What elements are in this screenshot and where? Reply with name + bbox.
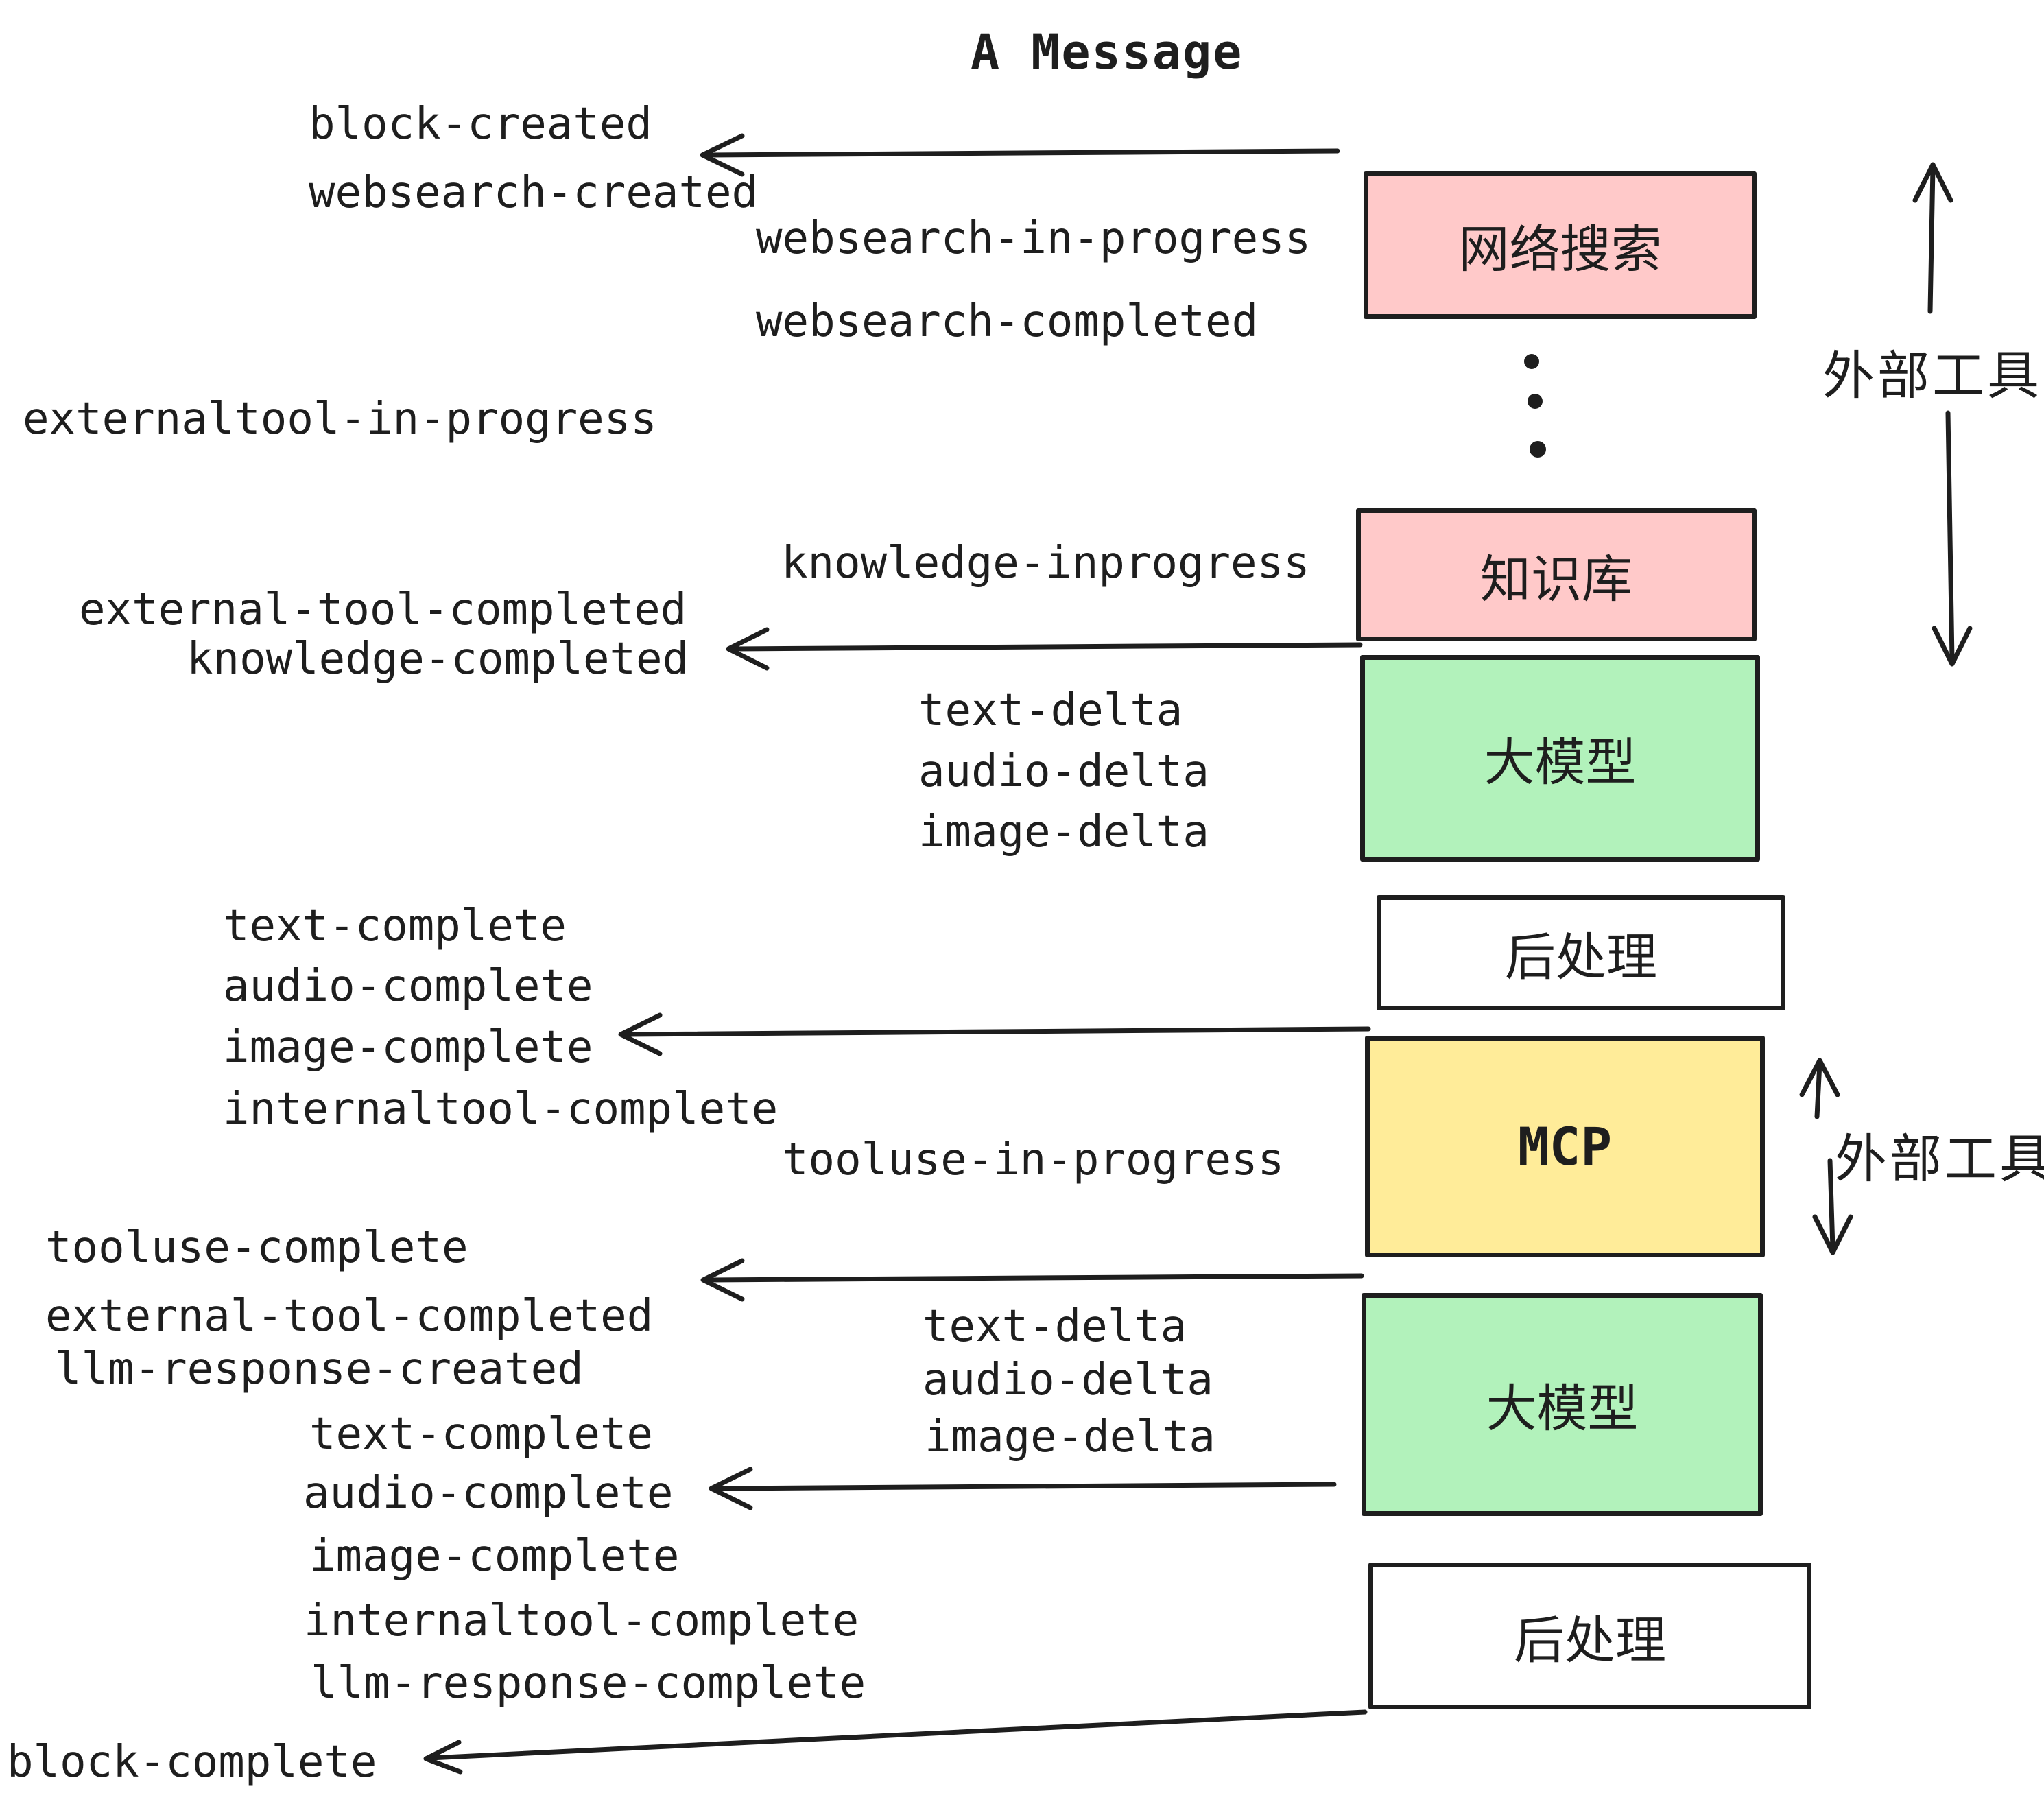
arrow-websearch-created: [700, 133, 1340, 177]
event-label-text-delta-1: text-delta: [918, 685, 1183, 736]
event-label-internaltool-complete-1: internaltool-complete: [223, 1084, 779, 1135]
box-mcp: MCP: [1365, 1036, 1765, 1257]
diagram-title: A Message: [971, 24, 1244, 80]
event-label-text-complete-2: text-complete: [309, 1409, 653, 1460]
event-label-block-complete: block-complete: [7, 1737, 377, 1788]
event-label-knowledge-inprogress: knowledge-inprogress: [781, 538, 1310, 589]
box-knowledge-base: 知识库: [1356, 508, 1757, 641]
arrow-external-tools-up-1: [1912, 162, 1953, 314]
event-label-image-complete-1: image-complete: [223, 1022, 593, 1073]
event-label-audio-delta-1: audio-delta: [918, 746, 1209, 797]
event-label-internaltool-complete-2: internaltool-complete: [304, 1595, 859, 1646]
event-label-image-delta-2: image-delta: [925, 1412, 1215, 1462]
arrow-external-tools-up-2: [1799, 1058, 1840, 1119]
arrow-block-complete: [423, 1709, 1368, 1775]
external-tools-label-1: 外部工具: [1822, 345, 2042, 406]
arrow-knowledge-completed: [726, 627, 1363, 671]
box-postprocess-1: 后处理: [1377, 895, 1785, 1010]
event-label-websearch-completed: websearch-completed: [756, 296, 1259, 347]
event-label-image-complete-2: image-complete: [309, 1531, 680, 1582]
event-label-llm-response-created: llm-response-created: [55, 1344, 584, 1394]
event-label-external-tool-completed-2: external-tool-completed: [45, 1291, 654, 1342]
event-label-audio-complete-2: audio-complete: [303, 1468, 674, 1519]
event-label-external-tool-completed-1: external-tool-completed: [79, 584, 687, 635]
arrow-audio-complete: [709, 1467, 1337, 1510]
external-tools-label-2: 外部工具: [1835, 1128, 2044, 1189]
box-postprocess-2: 后处理: [1368, 1563, 1811, 1709]
box-llm-2: 大模型: [1362, 1293, 1763, 1516]
event-label-knowledge-completed: knowledge-completed: [187, 634, 689, 685]
event-label-audio-delta-2: audio-delta: [923, 1355, 1213, 1405]
box-llm-1: 大模型: [1360, 655, 1760, 862]
arrow-external-tools-down-1: [1932, 410, 1973, 667]
event-label-externaltool-in-progress: externaltool-in-progress: [23, 394, 657, 444]
event-label-llm-response-complete: llm-response-complete: [311, 1658, 866, 1709]
event-label-tooluse-in-progress: tooluse-in-progress: [782, 1135, 1285, 1185]
event-label-audio-complete-1: audio-complete: [223, 961, 593, 1012]
event-label-image-delta-1: image-delta: [918, 807, 1209, 857]
event-label-websearch-created: websearch-created: [309, 167, 759, 218]
event-label-text-complete-1: text-complete: [223, 901, 567, 951]
event-label-websearch-in-progress: websearch-in-progress: [756, 213, 1311, 264]
event-label-block-created: block-created: [309, 99, 652, 150]
box-web-search: 网络搜索: [1364, 171, 1757, 319]
event-label-text-delta-2: text-delta: [923, 1301, 1187, 1352]
arrow-tooluse-complete: [700, 1258, 1364, 1302]
ellipsis-dots: [1524, 354, 1546, 458]
arrow-image-complete: [618, 1012, 1371, 1056]
event-label-tooluse-complete: tooluse-complete: [45, 1222, 468, 1273]
